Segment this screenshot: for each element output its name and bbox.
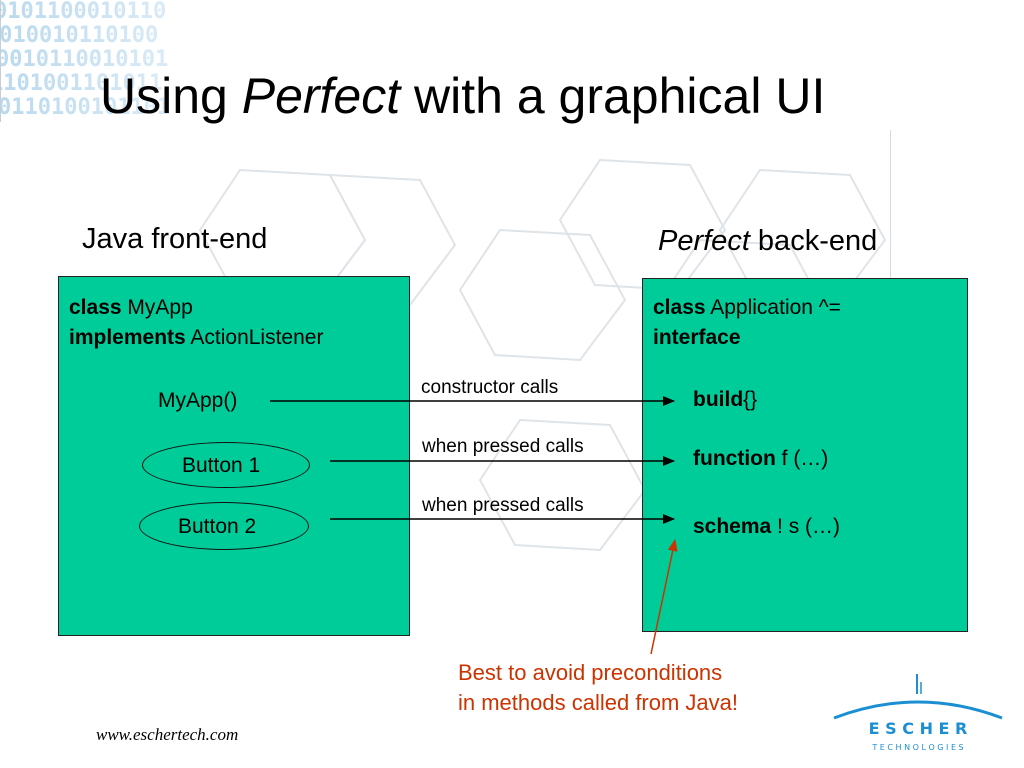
note-line-1: Best to avoid preconditions bbox=[458, 660, 723, 685]
application-class-declaration: class Application ^= bbox=[653, 296, 841, 319]
constructor-calls-label: constructor calls bbox=[421, 377, 559, 398]
button-1-ellipse bbox=[142, 442, 310, 488]
precondition-note: Best to avoid preconditions in methods c… bbox=[458, 658, 738, 718]
slide-title: Using Perfect with a graphical UI bbox=[100, 68, 826, 124]
escher-technologies-logo: E S C H E R T E C H N O L O G I E S bbox=[833, 674, 1003, 752]
pressed-calls-label-2: when pressed calls bbox=[422, 495, 584, 516]
schema-method: schema ! s (…) bbox=[693, 515, 841, 538]
function-method: function f (…) bbox=[693, 447, 829, 470]
logo-tagline: T E C H N O L O G I E S bbox=[871, 743, 963, 752]
interface-keyword: interface bbox=[653, 326, 741, 349]
button-1-label: Button 1 bbox=[182, 454, 261, 477]
footer-url: www.eschertech.com bbox=[96, 725, 239, 744]
button-2-ellipse bbox=[139, 502, 309, 550]
class-declaration: class MyApp bbox=[69, 296, 193, 319]
note-pointer-arrow bbox=[650, 539, 678, 655]
implements-declaration: implements ActionListener bbox=[69, 326, 324, 349]
button-2-label: Button 2 bbox=[178, 515, 257, 538]
right-panel-heading: Perfect back-end bbox=[658, 225, 878, 257]
constructor-label: MyApp() bbox=[158, 389, 238, 412]
pressed-calls-label-1: when pressed calls bbox=[422, 436, 584, 457]
logo-name: E S C H E R bbox=[869, 719, 968, 738]
decorative-line bbox=[0, 0, 1, 122]
perfect-backend-box bbox=[642, 278, 968, 632]
note-line-2: in methods called from Java! bbox=[458, 690, 739, 715]
left-panel-heading: Java front-end bbox=[82, 223, 268, 255]
binary-corner-decoration: 0101100010110 1010010110100 001011001010… bbox=[0, 0, 285, 122]
build-method: build{} bbox=[693, 388, 758, 411]
decorative-line bbox=[890, 130, 891, 320]
